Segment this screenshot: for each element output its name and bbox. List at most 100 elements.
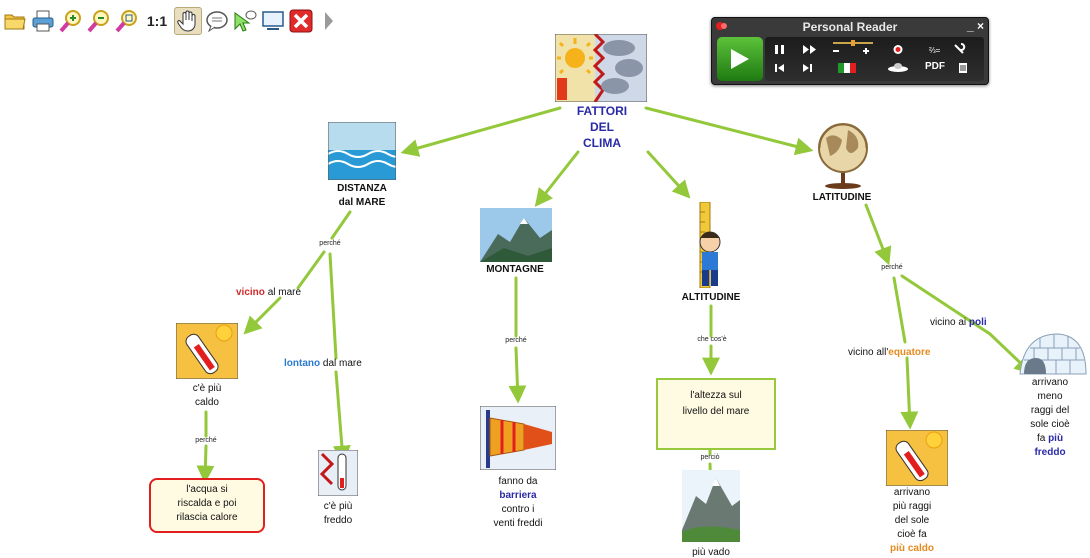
freddo-line-2: freddo — [323, 515, 353, 526]
volume-slider — [833, 40, 873, 54]
latitudine-node: LATITUDINE — [812, 192, 872, 203]
perche-label-latitudine: perché — [881, 264, 903, 271]
speech-bubble-icon[interactable] — [204, 8, 230, 34]
montagne-node: MONTAGNE — [486, 264, 544, 275]
acqua-line-3: rilascia calore — [176, 512, 238, 523]
freddo-line-1: c'è più — [323, 501, 353, 512]
meno-line-1: arrivano — [1031, 377, 1069, 388]
zoom-search-icon[interactable] — [114, 8, 140, 34]
windsock-image — [480, 406, 556, 470]
acqua-line-1: l'acqua si — [186, 484, 228, 495]
reader-minimize-button[interactable]: _ — [967, 19, 974, 33]
distanza-line-2: dal MARE — [338, 197, 386, 208]
play-button[interactable] — [717, 37, 763, 81]
mountain-image — [480, 208, 552, 262]
barriera-node: fanno da barriera contro i venti freddi — [478, 475, 558, 531]
distanza-line-1: DISTANZA — [337, 183, 387, 194]
reader-title: Personal Reader — [802, 20, 898, 34]
distanza-node: DISTANZA dal MARE — [322, 182, 402, 210]
hot-thermometer-image — [176, 323, 238, 379]
piu-raggi-line-3: del sole — [894, 515, 930, 526]
equatore-result-node: arrivano più raggi del sole cioè fa più … — [872, 486, 952, 556]
vicino-al-mare-label: vicino al mare — [236, 286, 301, 300]
perche-label-montagne: perché — [505, 337, 527, 344]
caldo-line-2: caldo — [195, 397, 219, 408]
arrow-root-altitudine — [646, 150, 691, 199]
actual-size-icon[interactable]: 1:1 — [146, 13, 168, 29]
arrow-root-distanza — [400, 106, 562, 157]
poli-result-node: arrivano meno raggi del sole cioè fa più… — [1010, 376, 1090, 460]
next-icon — [803, 64, 812, 72]
fast-forward-icon — [803, 45, 816, 54]
piu-vado-label: più vado — [692, 547, 730, 558]
root-node-title: FATTORI DEL CLIMA — [560, 103, 644, 151]
percio-label: perciò — [700, 454, 720, 461]
altezza-box: l'altezza sul livello del mare — [656, 378, 776, 450]
cold-thermometer-image — [318, 450, 358, 496]
root-line-1: FATTORI — [576, 104, 628, 118]
vicino-ai-poli-label: vicino ai poli — [930, 316, 987, 330]
al-mare-word: al mare — [267, 287, 302, 298]
vicino-word: vicino — [236, 287, 265, 298]
meno-line-3: raggi del — [1030, 405, 1070, 416]
personal-reader-window: Personal Reader _ × ⅔= — [711, 17, 989, 85]
acqua-line-2: riscalda e poi — [177, 498, 237, 509]
main-toolbar: 1:1 — [2, 6, 342, 36]
piu-freddo-line-1: più — [1048, 433, 1064, 444]
climate-factors-image — [555, 34, 647, 102]
reader-close-button[interactable]: × — [977, 19, 985, 33]
document-icon — [959, 63, 967, 73]
barriera-line-2: barriera — [499, 490, 537, 501]
freddo-node: c'è più freddo — [308, 500, 368, 528]
previous-icon — [775, 64, 784, 72]
poli-word: poli — [968, 317, 987, 328]
mountain-peak-image — [682, 470, 740, 542]
root-line-3: CLIMA — [583, 136, 621, 150]
print-icon[interactable] — [30, 8, 56, 34]
che-cose-label: che cos'è — [697, 336, 727, 343]
igloo-image — [1019, 333, 1087, 375]
voice-icon — [888, 63, 908, 72]
root-line-2: DEL — [590, 120, 614, 134]
screen-icon[interactable] — [260, 8, 286, 34]
altitudine-node: ALTITUDINE — [681, 292, 741, 303]
next-arrow-icon[interactable] — [316, 8, 342, 34]
pdf-button[interactable]: PDF — [925, 61, 945, 72]
play-icon — [731, 49, 749, 69]
piu-raggi-line-4: cioè fa — [897, 529, 927, 540]
hot-thermometer-image-2 — [886, 430, 948, 486]
piu-caldo-line: più caldo — [890, 543, 934, 554]
altezza-line-2: livello del mare — [682, 406, 750, 417]
vicino-all-word: vicino all' — [848, 347, 889, 358]
pointer-speech-icon[interactable] — [232, 8, 258, 34]
reader-controls: ⅔= PDF — [765, 37, 984, 81]
piu-freddo-line-2: freddo — [1034, 447, 1066, 458]
meno-line-2: meno — [1037, 391, 1063, 402]
perche-label-distanza: perché — [319, 240, 341, 247]
vicino-ai-word: vicino ai — [930, 317, 967, 328]
meno-line-4: sole cioè — [1030, 419, 1070, 430]
arrow-root-montagne — [534, 150, 580, 207]
zoom-in-icon[interactable] — [58, 8, 84, 34]
hand-icon[interactable] — [174, 7, 202, 35]
lontano-word: lontano — [284, 358, 321, 369]
child-measuring-image — [699, 202, 721, 288]
caldo-node: c'è più caldo — [172, 382, 242, 410]
close-icon[interactable] — [288, 8, 314, 34]
lontano-dal-mare-label: lontano dal mare — [284, 357, 362, 371]
piu-raggi-line-2: più raggi — [892, 501, 932, 512]
globe-image — [818, 123, 868, 189]
zoom-out-icon[interactable] — [86, 8, 112, 34]
open-folder-icon[interactable] — [2, 8, 28, 34]
altezza-line-1: l'altezza sul — [690, 390, 742, 401]
dal-mare-word: dal mare — [322, 358, 362, 369]
arrow-root-latitudine — [644, 106, 814, 156]
equatore-word: equatore — [888, 347, 931, 358]
italian-flag-icon — [838, 63, 856, 73]
caldo-line-1: c'è più — [192, 383, 222, 394]
pause-icon — [775, 45, 784, 54]
barriera-line-1: fanno da — [498, 476, 538, 487]
barriera-line-4: venti freddi — [493, 518, 543, 529]
perche-label-caldo: perché — [195, 437, 217, 444]
